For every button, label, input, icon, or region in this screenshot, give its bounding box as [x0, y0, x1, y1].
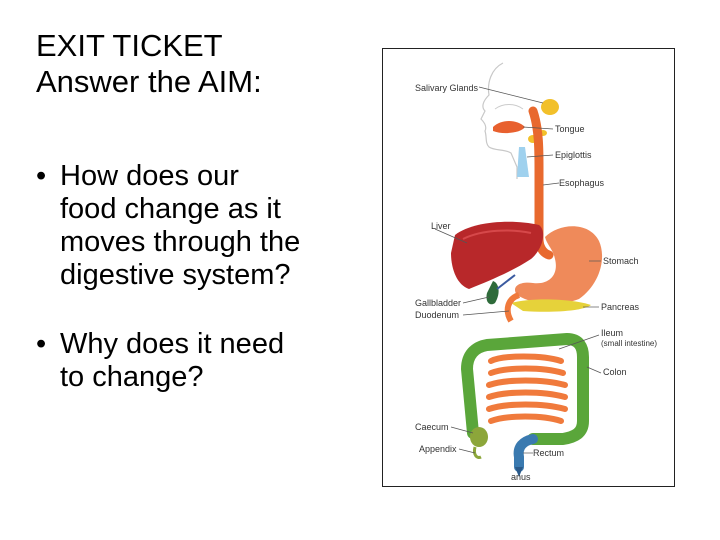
- rectum-tube: [513, 434, 538, 472]
- epiglottis-shape: [517, 147, 529, 177]
- esophagus-tube: [528, 106, 554, 260]
- bullet-marker: •: [36, 328, 47, 360]
- label-colon: Colon: [603, 367, 627, 377]
- question-1-line-2: food change as it: [60, 193, 281, 225]
- liver-shape: [451, 221, 544, 289]
- label-rectum: Rectum: [533, 448, 564, 458]
- title-line-1: EXIT TICKET: [36, 28, 223, 63]
- label-duodenum: Duodenum: [415, 310, 459, 320]
- label-anus: anus: [511, 472, 531, 482]
- leader-liver: [434, 228, 468, 244]
- salivary-gland: [541, 99, 559, 115]
- leader-tongue: [522, 126, 554, 130]
- question-1-line-1: How does our: [60, 160, 239, 192]
- question-list: • How does our food change as it moves t…: [36, 160, 376, 430]
- appendix-shape: [473, 446, 482, 459]
- label-ileum: Ileum: [601, 328, 623, 338]
- leader-salivary: [478, 86, 544, 104]
- leader-ileum: [558, 334, 600, 350]
- label-gallbladder: Gallbladder: [415, 298, 461, 308]
- label-epiglottis: Epiglottis: [555, 150, 592, 160]
- question-1-line-4: digestive system?: [60, 259, 291, 291]
- head-outline: [480, 62, 518, 179]
- question-2-line-2: to change?: [60, 361, 204, 393]
- title-line-2: Answer the AIM:: [36, 64, 262, 99]
- leader-epiglottis: [526, 154, 554, 158]
- question-bullet-1: • How does our food change as it moves t…: [36, 160, 376, 292]
- label-caecum: Caecum: [415, 422, 449, 432]
- question-bullet-2: • Why does it need to change?: [36, 328, 376, 394]
- label-liver: Liver: [431, 221, 451, 231]
- liver-highlight: [462, 229, 532, 240]
- digestive-system-diagram: Salivary Glands Tongue Epiglottis Esopha…: [382, 48, 675, 487]
- small-intestine-coils: [486, 353, 568, 424]
- colon-tube: [461, 333, 589, 445]
- label-appendix: Appendix: [419, 444, 457, 454]
- leader-caecum: [450, 426, 474, 434]
- leader-gallbladder: [462, 296, 490, 304]
- leader-esophagus: [542, 182, 560, 186]
- gallbladder-shape: [486, 281, 499, 305]
- digestive-system-illustration: Salivary Glands Tongue Epiglottis Esopha…: [415, 62, 657, 482]
- bullet-marker: •: [36, 160, 47, 192]
- caecum-shape: [470, 427, 488, 447]
- leader-duodenum: [462, 310, 510, 316]
- duodenum-tube: [504, 292, 521, 323]
- stomach-shape: [514, 226, 603, 304]
- leader-appendix: [458, 448, 476, 454]
- slide-title: EXIT TICKET Answer the AIM:: [36, 28, 356, 100]
- label-stomach: Stomach: [603, 256, 639, 266]
- anus-shape: [515, 467, 523, 477]
- tongue-shape: [493, 121, 525, 134]
- nasal-cavity: [494, 104, 524, 110]
- label-ileum-sub: (small intestine): [601, 339, 657, 348]
- leader-colon: [586, 366, 602, 374]
- label-pancreas: Pancreas: [601, 302, 640, 312]
- bile-duct: [496, 274, 516, 290]
- label-salivary-glands: Salivary Glands: [415, 83, 479, 93]
- label-tongue: Tongue: [555, 124, 585, 134]
- label-esophagus: Esophagus: [559, 178, 605, 188]
- pancreas-shape: [511, 299, 591, 312]
- question-1-line-3: moves through the: [60, 226, 301, 258]
- question-2-line-1: Why does it need: [60, 328, 285, 360]
